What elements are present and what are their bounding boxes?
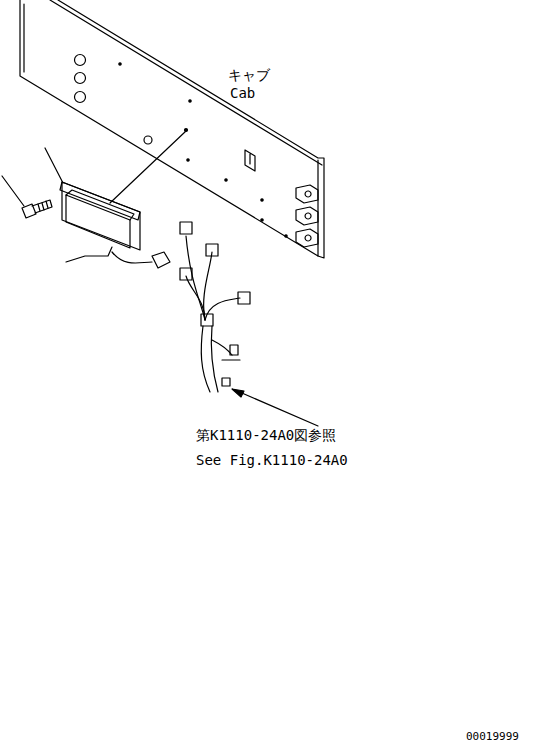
arrowhead bbox=[232, 389, 244, 397]
cab-panel bbox=[20, 0, 324, 258]
leader-line bbox=[110, 131, 186, 203]
bolt bbox=[22, 200, 52, 218]
part-name: キャブ bbox=[228, 68, 270, 83]
drawing-number: 00019999 bbox=[466, 731, 519, 743]
leader-line bbox=[235, 390, 318, 426]
reference-note: 第K1110-24A0図参照 bbox=[196, 428, 336, 443]
part-name: Cab bbox=[230, 86, 255, 101]
wire-harness bbox=[112, 222, 250, 392]
relay-module bbox=[60, 182, 140, 262]
leader-line bbox=[2, 176, 24, 206]
reference-note: See Fig.K1110-24A0 bbox=[196, 453, 348, 468]
leader-line bbox=[45, 148, 63, 183]
